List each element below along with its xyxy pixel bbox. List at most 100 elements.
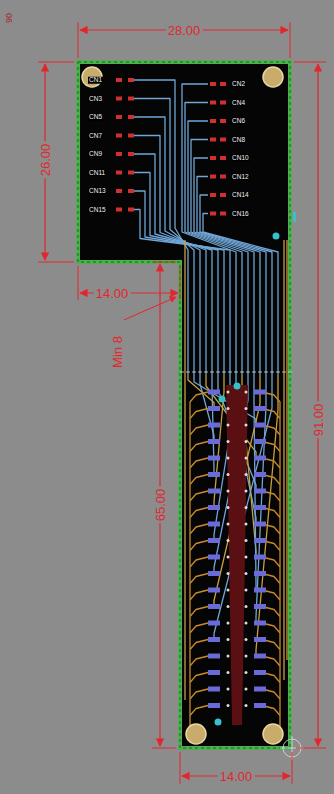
- connector-pin: [245, 638, 248, 641]
- designator-label: CN6: [231, 118, 246, 125]
- dimension-lines: [38, 22, 326, 784]
- connector-pin: [245, 457, 248, 460]
- copper-trace: [190, 392, 208, 418]
- copper-trace: [182, 84, 236, 375]
- connector-pad: [208, 390, 220, 395]
- separator-line: [180, 372, 292, 373]
- smd-pad: [116, 97, 122, 101]
- extension-line: [290, 22, 291, 58]
- copper-trace: [262, 458, 280, 484]
- connector-pad: [254, 670, 266, 675]
- connector-pin: [227, 638, 230, 641]
- copper-trace: [190, 607, 208, 633]
- copper-trace: [262, 491, 280, 517]
- extension-line: [38, 62, 74, 63]
- connector-pad: [208, 703, 220, 708]
- pcb-traces: [134, 80, 287, 732]
- copper-trace: [190, 524, 208, 550]
- connector-pin: [227, 605, 230, 608]
- copper-trace: [190, 640, 208, 666]
- smd-pad: [116, 134, 122, 138]
- mounting-hole: [263, 67, 283, 87]
- connector-pin: [245, 655, 248, 658]
- connector-pin: [227, 704, 230, 707]
- dimension-text: 14.00: [218, 770, 255, 783]
- connector-pin: [245, 605, 248, 608]
- connector-pad: [208, 604, 220, 609]
- connector-pad: [208, 670, 220, 675]
- smd-pad: [210, 193, 216, 197]
- designator-label: CN11: [88, 169, 106, 176]
- connector-pin: [227, 572, 230, 575]
- copper-trace: [256, 375, 278, 656]
- connector-pin: [227, 539, 230, 542]
- board-fill: [78, 62, 290, 748]
- dimension-text: 26.00: [39, 142, 52, 179]
- copper-trace: [262, 590, 280, 616]
- connector-pad: [254, 703, 266, 708]
- copper-trace: [200, 195, 272, 375]
- copper-trace: [190, 442, 208, 468]
- smd-pad: [210, 212, 216, 216]
- smd-pad: [210, 138, 216, 142]
- connector-pin: [227, 391, 230, 394]
- smd-pad: [220, 212, 226, 216]
- smd-pad: [210, 156, 216, 160]
- copper-trace: [134, 80, 188, 375]
- connector-pin: [227, 407, 230, 410]
- extension-line: [38, 262, 74, 263]
- extension-line: [180, 752, 181, 784]
- designator-label: CN1: [88, 77, 103, 84]
- connector-pin: [227, 473, 230, 476]
- connector-pad: [254, 439, 266, 444]
- connector-pad: [208, 654, 220, 659]
- smd-pad: [116, 115, 122, 119]
- connector-pad: [208, 456, 220, 461]
- via: [219, 396, 226, 403]
- connector-pin: [227, 622, 230, 625]
- copper-trace: [190, 557, 208, 583]
- copper-trace: [134, 136, 206, 376]
- connector-pad: [254, 489, 266, 494]
- pcb-parts: [82, 67, 304, 760]
- designator-label: CN3: [88, 95, 103, 102]
- copper-trace: [262, 623, 280, 649]
- connector-pad: [254, 555, 266, 560]
- connector-pad: [254, 423, 266, 428]
- extension-line: [78, 22, 79, 58]
- connector-pin: [245, 622, 248, 625]
- connector-pin: [227, 440, 230, 443]
- board-outline: [78, 62, 290, 748]
- pcb-board: [78, 62, 290, 748]
- connector-pin: [227, 523, 230, 526]
- mounting-hole: [263, 724, 283, 744]
- designator-label: CN15: [88, 206, 107, 213]
- designator-label: CN2: [231, 81, 246, 88]
- smd-pad: [128, 78, 134, 82]
- copper-trace: [184, 240, 185, 700]
- copper-trace: [262, 442, 280, 468]
- copper-trace: [134, 173, 218, 376]
- connector-pad: [208, 687, 220, 692]
- connector-pad: [254, 390, 266, 395]
- connector-pin: [245, 523, 248, 526]
- connector-pad: [208, 472, 220, 477]
- designator-label: CN12: [231, 173, 250, 180]
- smd-pad: [210, 101, 216, 105]
- connector-pin: [245, 556, 248, 559]
- copper-trace: [134, 191, 224, 375]
- connector-pad: [254, 406, 266, 411]
- connector-pad: [208, 571, 220, 576]
- designator-label: CN9: [88, 151, 103, 158]
- extension-line: [292, 752, 293, 784]
- connector-pad: [254, 538, 266, 543]
- copper-trace: [134, 210, 230, 376]
- copper-trace: [190, 425, 208, 451]
- smd-pad: [220, 175, 226, 179]
- smd-pad: [210, 119, 216, 123]
- extension-line: [152, 748, 176, 749]
- connector-pin: [227, 506, 230, 509]
- designator-label: CN8: [231, 136, 246, 143]
- copper-trace: [194, 158, 260, 375]
- smd-pad: [128, 115, 134, 119]
